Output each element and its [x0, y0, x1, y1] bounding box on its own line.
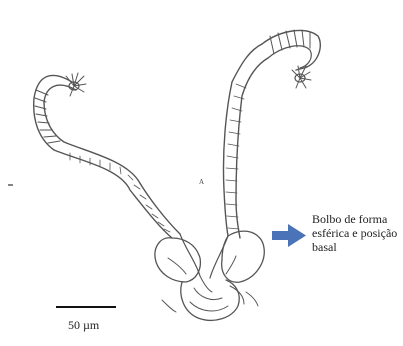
- left-fan-end: [66, 73, 86, 96]
- panel-letter: A: [199, 178, 204, 186]
- right-tube: [223, 30, 320, 238]
- bulb-annotation: Bolbo de forma esférica e posição basal: [312, 212, 403, 254]
- left-tube: [34, 75, 180, 238]
- basal-bulbs: [155, 231, 264, 320]
- right-arrow-icon: [272, 224, 306, 247]
- scale-bar-label: 50 µm: [68, 318, 99, 333]
